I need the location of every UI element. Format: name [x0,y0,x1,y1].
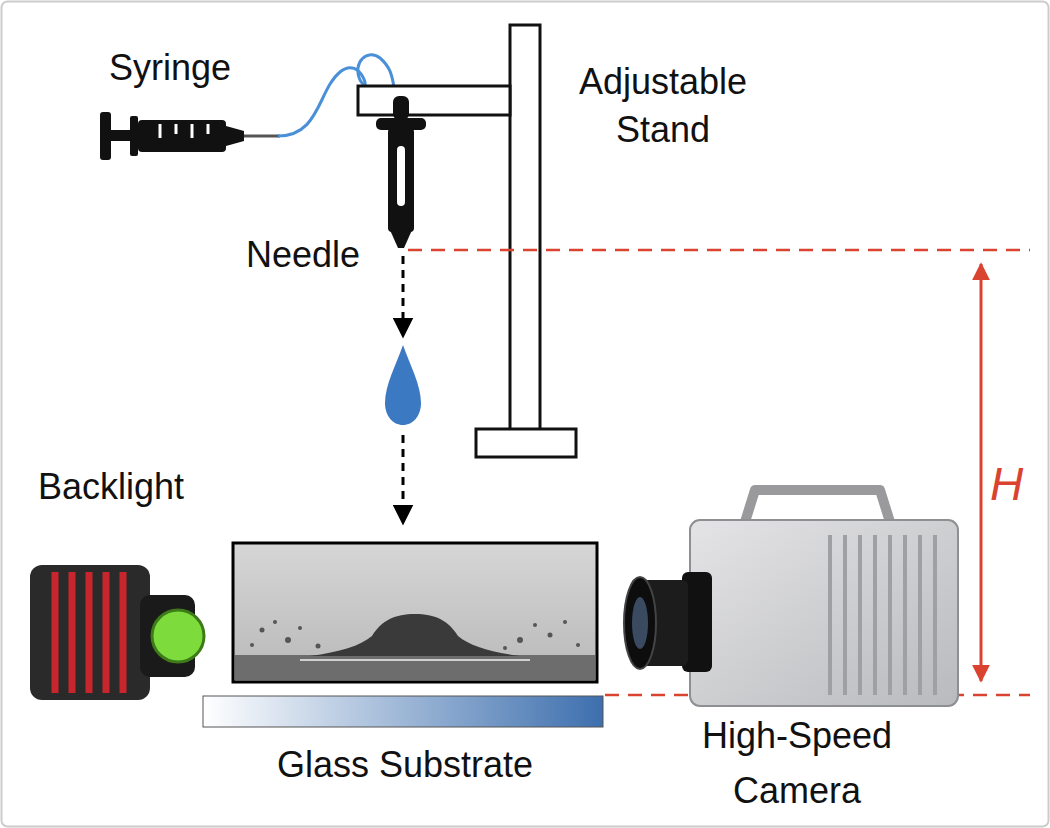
syringe-needle [244,135,280,138]
dropper-body [388,128,414,232]
photo-reflection [300,659,530,661]
fall-arrow [402,435,405,515]
stand-base [476,429,576,457]
camera-body [690,520,958,706]
dropper-window [397,146,405,206]
lamp-housing [30,565,150,700]
part-label: Syringe [70,46,270,90]
camera-ribs [830,535,935,695]
fall-arrow [402,256,405,328]
dimension-label: H [990,455,1038,513]
stand-pole [510,25,540,430]
dropper-tip [390,230,412,248]
camera-icon [624,490,958,706]
photo-substrate [235,655,595,680]
needle-dropper [376,96,426,248]
camera-handle [745,490,890,522]
part-label: Backlight [6,465,216,509]
adjustable-stand [358,25,576,457]
lamp-lens [152,610,204,662]
photo-splash [250,620,580,650]
plunger-rod [110,130,132,141]
photo-drop [310,614,520,656]
stand-arm [358,86,510,115]
part-label: Needle [203,232,403,278]
lens-front [624,577,656,669]
syringe-barrel [138,120,226,152]
height-arrow [980,264,983,681]
barrel-flange [130,116,138,156]
photo-frame [233,543,597,682]
impact-photo [233,543,597,682]
lens-glass [632,597,648,649]
plunger-handle [100,112,111,160]
barrel-ticks [160,124,208,138]
lamp-fins [55,572,123,693]
reference-line [408,249,1030,252]
syringe-nozzle [226,126,244,146]
backlight-lamp [30,565,204,700]
droplet [385,345,421,425]
part-label: Adjustable Stand [543,58,783,154]
glass-substrate [203,696,603,727]
dropper-bulb [393,96,409,120]
syringe-icon [100,112,280,160]
part-label: Glass Substrate [205,742,605,788]
part-label: High-Speed Camera [657,708,937,818]
